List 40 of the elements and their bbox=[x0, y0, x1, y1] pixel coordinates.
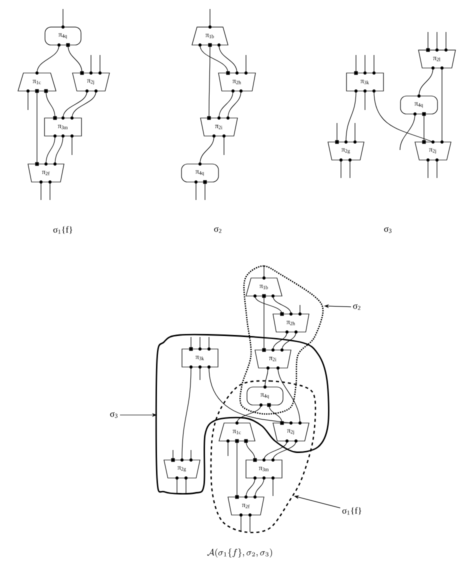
wire bbox=[46, 90, 56, 118]
wire bbox=[62, 90, 88, 118]
wire bbox=[218, 90, 234, 118]
wire bbox=[236, 440, 238, 498]
wire bbox=[182, 366, 192, 460]
wire bbox=[272, 332, 288, 350]
wire bbox=[218, 44, 238, 74]
wire bbox=[236, 404, 262, 424]
wire bbox=[264, 440, 288, 460]
caption: $\mathcal{A}(\sigma_1\{f\}, \sigma_2, \sigma_3)$ bbox=[207, 548, 272, 558]
wire bbox=[72, 90, 96, 118]
wire bbox=[246, 440, 256, 460]
wire bbox=[68, 44, 82, 74]
wire bbox=[272, 296, 292, 314]
panel-caption: σ$_{3}$ bbox=[384, 227, 392, 233]
wire bbox=[264, 368, 268, 388]
wire bbox=[282, 332, 296, 350]
wire bbox=[200, 136, 214, 164]
wire bbox=[374, 90, 434, 142]
wire bbox=[200, 44, 228, 74]
wire bbox=[278, 368, 300, 424]
wire bbox=[36, 44, 60, 74]
panel-caption: σ$_{2}$ bbox=[214, 227, 222, 233]
region-label: σ$_{2}$ bbox=[353, 304, 360, 310]
wire bbox=[228, 90, 242, 118]
wire bbox=[36, 90, 38, 164]
wire bbox=[346, 90, 356, 142]
wire bbox=[46, 136, 56, 164]
wire bbox=[272, 440, 296, 460]
wire bbox=[254, 296, 282, 314]
region-label: σ$_{3}$ bbox=[110, 412, 118, 418]
wire bbox=[418, 68, 434, 96]
wire bbox=[246, 478, 256, 498]
wire bbox=[254, 478, 264, 498]
wire bbox=[208, 366, 292, 424]
wire bbox=[268, 404, 282, 424]
panel-caption: σ$_{1}${f} bbox=[53, 226, 72, 234]
region-label: σ$_{1}${f} bbox=[342, 507, 362, 515]
wire bbox=[54, 136, 64, 164]
wire bbox=[208, 44, 210, 118]
